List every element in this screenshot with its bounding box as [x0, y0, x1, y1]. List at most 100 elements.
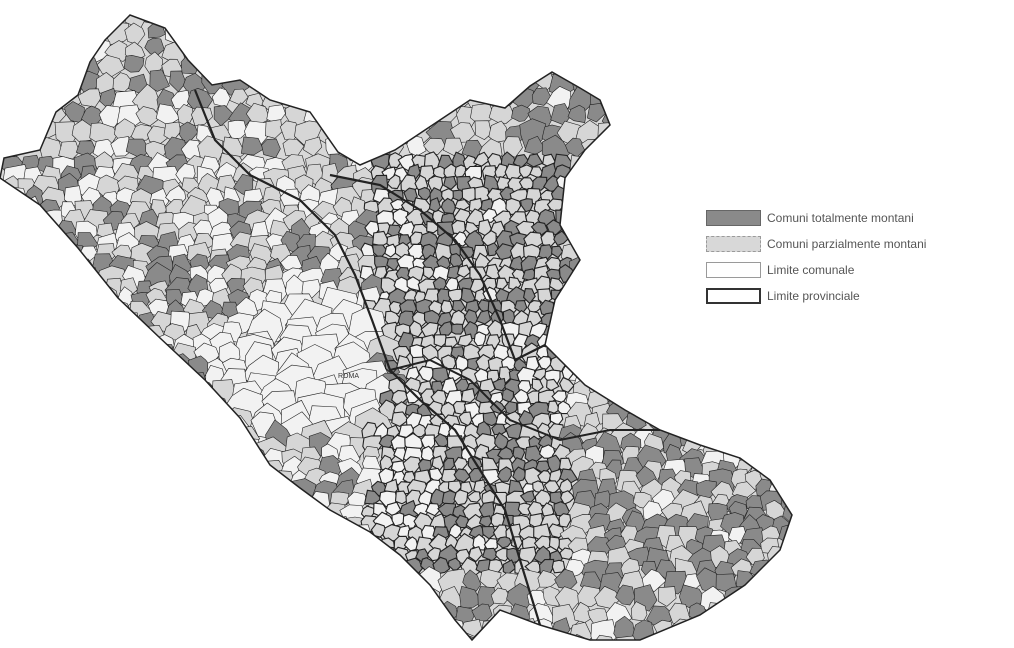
municipality-cell [783, 70, 792, 92]
municipality-cell [347, 586, 367, 607]
municipality-cell [26, 479, 57, 514]
municipality-cell [436, 15, 463, 32]
municipality-cell [642, 55, 665, 77]
municipality-cell [789, 514, 792, 537]
municipality-cell [79, 477, 127, 527]
municipality-cell [149, 470, 183, 498]
municipality-cell [135, 549, 170, 585]
municipality-cell [782, 21, 792, 46]
municipality-cell [439, 617, 466, 640]
municipality-cell [90, 569, 117, 597]
municipality-cell [639, 213, 662, 233]
municipality-cell [255, 574, 289, 605]
municipality-cell [738, 323, 761, 345]
municipality-cell [118, 447, 147, 477]
municipality-cell [705, 346, 729, 368]
municipality-cell [718, 388, 746, 414]
legend-item-provinciale: Limite provinciale [706, 285, 1006, 307]
municipality-cell [402, 456, 422, 474]
municipality-cell [648, 40, 669, 60]
municipality-cell [683, 279, 706, 300]
municipality-cell [798, 325, 824, 348]
municipality-cell [780, 15, 792, 31]
municipality-cell [681, 54, 708, 83]
municipality-cell [593, 154, 619, 181]
municipality-cell [788, 368, 792, 394]
municipality-cell [774, 312, 792, 338]
municipality-cell [721, 36, 746, 63]
municipality-cell [16, 378, 40, 400]
municipality-cell [542, 586, 561, 607]
municipality-cell [412, 423, 429, 438]
municipality-cell [0, 88, 23, 108]
municipality-cell [608, 323, 632, 346]
municipality-cell [750, 108, 772, 127]
municipality-cell [622, 55, 647, 76]
municipality-cell [0, 482, 36, 514]
municipality-cell [211, 501, 239, 534]
municipality-cell [773, 152, 792, 173]
municipality-cell [173, 483, 221, 524]
municipality-cell [24, 549, 63, 588]
municipality-cell [295, 546, 317, 569]
municipality-cell [621, 103, 650, 132]
municipality-cell [665, 102, 691, 129]
municipality-cell [204, 534, 247, 572]
municipality-cell [33, 262, 56, 293]
municipality-cell [455, 73, 482, 97]
municipality-cell [24, 527, 55, 556]
municipality-cell [793, 179, 812, 195]
municipality-cell [769, 117, 792, 142]
municipality-cell [340, 617, 370, 640]
municipality-cell [317, 600, 341, 623]
legend-item-partial: Comuni parzialmente montani [706, 233, 1006, 255]
municipality-cell [265, 73, 294, 102]
municipality-cell [527, 300, 543, 314]
municipality-cell [746, 177, 772, 201]
legend-label: Comuni totalmente montani [767, 211, 914, 225]
municipality-cell [189, 402, 231, 439]
municipality-cell [646, 22, 673, 45]
municipality-cell [39, 312, 65, 338]
municipality-cell [351, 547, 376, 567]
municipality-cell [686, 388, 707, 408]
municipality-cell [729, 421, 754, 448]
municipality-cell [50, 378, 73, 397]
municipality-cell [313, 512, 331, 533]
municipality-cell [734, 138, 754, 163]
municipality-cell [323, 71, 348, 93]
municipality-cell [64, 244, 84, 266]
municipality-cell [623, 300, 642, 319]
municipality-cell [319, 106, 347, 129]
municipality-cell [746, 401, 771, 422]
municipality-cell [590, 165, 613, 185]
municipality-cell [2, 517, 44, 557]
municipality-cell [472, 533, 487, 551]
municipality-cell [80, 370, 100, 389]
municipality-cell [748, 121, 771, 144]
municipality-cell [114, 456, 157, 497]
municipality-cell [333, 527, 358, 549]
municipality-cell [646, 15, 666, 29]
municipality-cell [661, 298, 686, 326]
municipality-cell [195, 447, 236, 489]
municipality-cell [383, 638, 408, 640]
municipality-cell [572, 345, 594, 367]
municipality-cell [227, 119, 248, 140]
municipality-cell [435, 637, 458, 640]
municipality-cell [569, 621, 593, 640]
municipality-cell [61, 385, 96, 427]
municipality-cell [121, 468, 156, 507]
municipality-cell [34, 413, 59, 441]
municipality-cell [0, 36, 24, 67]
municipality-cell [216, 56, 237, 75]
municipality-cell [47, 300, 82, 329]
municipality-cell [139, 402, 176, 433]
municipality-cell [635, 138, 661, 163]
municipality-cell [163, 546, 199, 587]
municipality-cell [567, 180, 587, 201]
municipality-cell [234, 618, 272, 640]
municipality-cell [734, 332, 755, 353]
municipality-cell [683, 347, 707, 369]
